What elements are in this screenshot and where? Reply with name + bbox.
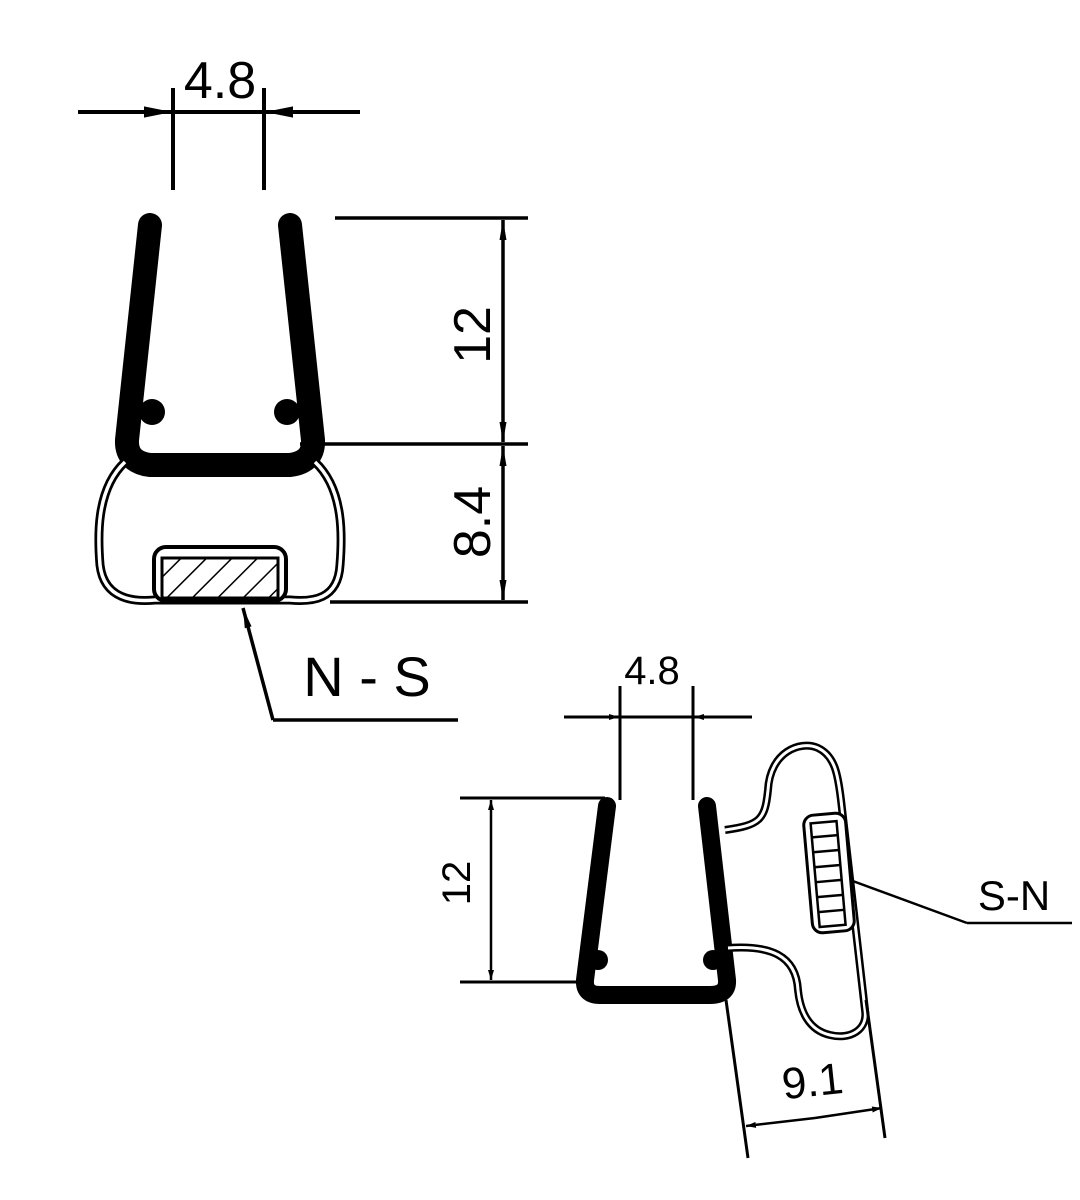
front-height-dimensions: 12 8.4 bbox=[300, 216, 528, 604]
side-width-label: 4.8 bbox=[624, 649, 680, 693]
side-magnet-label: S-N bbox=[978, 872, 1050, 919]
side-bulb bbox=[724, 741, 870, 1041]
side-profile: 4.8 bbox=[435, 649, 1072, 1159]
front-channel-body bbox=[115, 213, 325, 477]
side-magnet bbox=[802, 811, 856, 935]
side-magnet-leader: S-N bbox=[849, 872, 1072, 925]
front-magnet-label: N - S bbox=[303, 645, 431, 708]
front-channel-height-label: 12 bbox=[444, 306, 502, 364]
side-height-dimension: 12 bbox=[435, 796, 605, 984]
side-channel-height-label: 12 bbox=[435, 861, 479, 906]
side-bulb-width-dimension: 9.1 bbox=[724, 999, 887, 1159]
front-magnet-leader: N - S bbox=[241, 607, 458, 722]
front-magnet bbox=[152, 545, 288, 603]
side-width-dimension: 4.8 bbox=[564, 649, 752, 800]
front-bulb-height-label: 8.4 bbox=[444, 486, 502, 558]
front-width-dimension: 4.8 bbox=[78, 52, 360, 190]
side-channel-body bbox=[575, 797, 737, 1004]
side-bulb-width-label: 9.1 bbox=[780, 1054, 846, 1109]
front-width-label: 4.8 bbox=[184, 52, 256, 110]
front-profile: 4.8 12 8.4 bbox=[78, 52, 528, 722]
